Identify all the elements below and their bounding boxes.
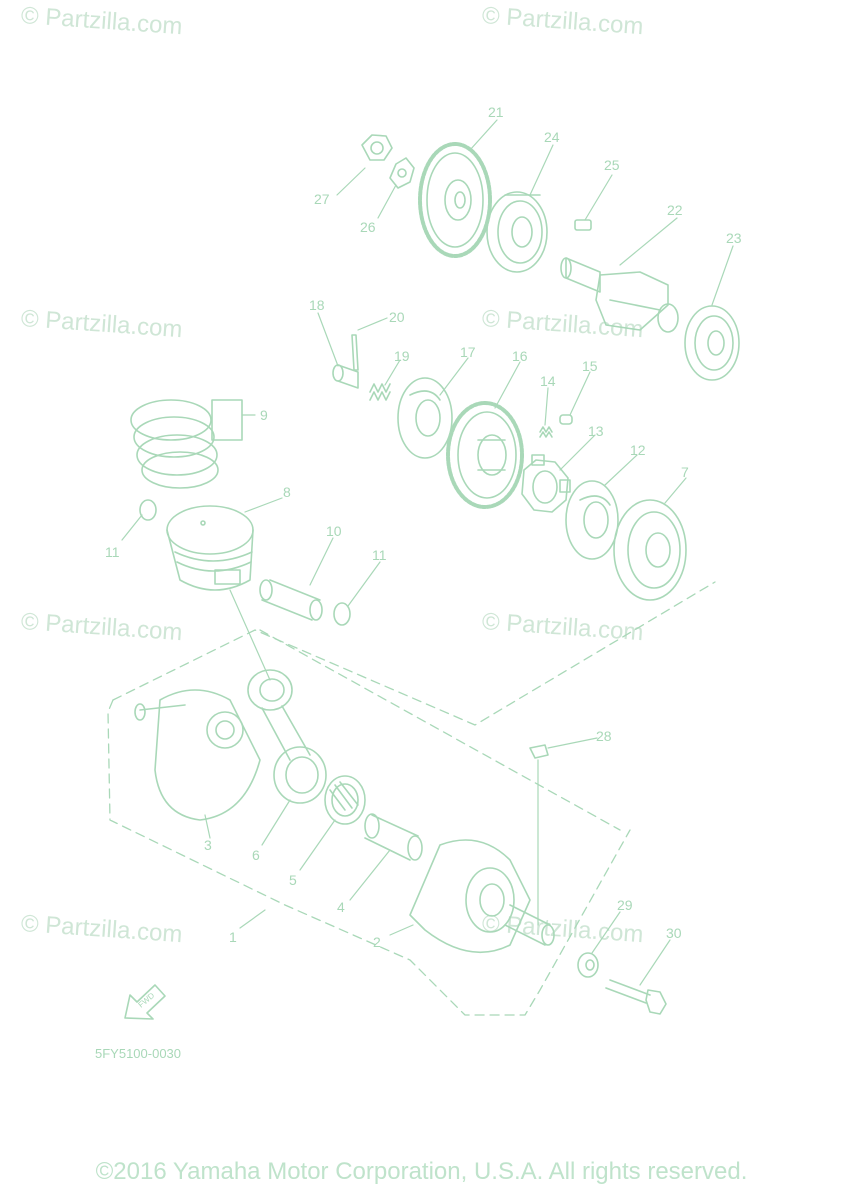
part-16-primary-gear bbox=[446, 401, 524, 509]
part-9-piston-rings bbox=[130, 399, 243, 489]
part-label: 21 bbox=[488, 104, 504, 120]
part-25-key bbox=[574, 219, 592, 231]
part-label: 8 bbox=[283, 484, 291, 500]
part-12-plate bbox=[565, 480, 619, 560]
part-label: 13 bbox=[588, 423, 604, 439]
part-label: 10 bbox=[326, 523, 342, 539]
part-11-clip bbox=[333, 602, 351, 626]
part-label: 7 bbox=[681, 464, 689, 480]
part-label: 25 bbox=[604, 157, 620, 173]
part-label: 28 bbox=[596, 728, 612, 744]
part-11-clip bbox=[139, 499, 157, 521]
part-label: 9 bbox=[260, 407, 268, 423]
part-26-lock-washer bbox=[389, 157, 415, 189]
part-29-washer bbox=[577, 952, 599, 978]
part-15-pin bbox=[559, 414, 573, 425]
part-label: 4 bbox=[337, 899, 345, 915]
part-label: 17 bbox=[460, 344, 476, 360]
part-label: 3 bbox=[204, 837, 212, 853]
part-label: 12 bbox=[630, 442, 646, 458]
part-labels: 1 2 3 4 5 6 7 8 9 10 11 11 12 13 14 15 1… bbox=[105, 104, 742, 950]
part-label: 30 bbox=[666, 925, 682, 941]
part-14-spring bbox=[539, 426, 553, 438]
leader-lines bbox=[121, 119, 734, 986]
part-label: 14 bbox=[540, 373, 556, 389]
part-21-balancer-gear bbox=[418, 142, 492, 258]
part-20-pin bbox=[351, 334, 359, 371]
part-label: 26 bbox=[360, 219, 376, 235]
part-label: 22 bbox=[667, 202, 683, 218]
part-label: 19 bbox=[394, 348, 410, 364]
part-label: 23 bbox=[726, 230, 742, 246]
part-4-crank-pin bbox=[364, 813, 423, 861]
part-label: 20 bbox=[389, 309, 405, 325]
part-7-bearing bbox=[613, 499, 687, 601]
part-27-nut bbox=[361, 134, 393, 161]
part-24-bearing bbox=[486, 191, 548, 273]
part-10-piston-pin bbox=[259, 579, 323, 621]
part-6-connecting-rod bbox=[247, 669, 327, 804]
part-label: 29 bbox=[617, 897, 633, 913]
part-13-hub bbox=[521, 454, 571, 513]
part-label: 1 bbox=[229, 929, 237, 945]
part-5-needle-bearing bbox=[324, 775, 366, 825]
part-17-plate bbox=[397, 377, 453, 459]
part-23-bearing bbox=[684, 305, 740, 381]
part-label: 27 bbox=[314, 191, 330, 207]
part-19-spring bbox=[369, 383, 391, 401]
part-30-bolt bbox=[605, 979, 667, 1015]
part-label: 11 bbox=[372, 547, 387, 563]
part-label: 24 bbox=[544, 129, 560, 145]
part-label: 2 bbox=[373, 934, 381, 950]
part-label: 11 bbox=[105, 544, 120, 560]
part-3-crank-web bbox=[134, 689, 261, 821]
copyright-notice: ©2016 Yamaha Motor Corporation, U.S.A. A… bbox=[95, 1158, 748, 1185]
assembly-outline bbox=[107, 581, 716, 1016]
part-label: 5 bbox=[289, 872, 297, 888]
part-label: 6 bbox=[252, 847, 260, 863]
part-2-crank-web bbox=[409, 839, 555, 953]
part-22-balancer-shaft bbox=[560, 257, 679, 333]
part-label: 16 bbox=[512, 348, 528, 364]
fwd-arrow-icon: FWD bbox=[124, 984, 166, 1020]
diagram-code: 5FY5100-0030 bbox=[95, 1046, 182, 1061]
part-28-key bbox=[529, 744, 549, 759]
part-label: 15 bbox=[582, 358, 598, 374]
part-label: 18 bbox=[309, 297, 325, 313]
part-8-piston bbox=[166, 505, 254, 591]
